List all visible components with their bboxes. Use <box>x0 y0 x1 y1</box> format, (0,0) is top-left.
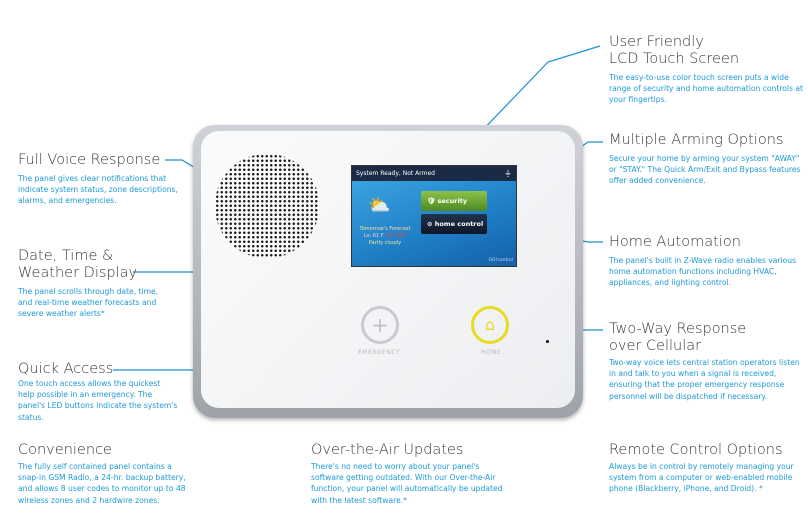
plug-icon: ⏚ <box>504 169 512 178</box>
feature-desc: The panel's built in Z-Wave radio enable… <box>609 256 797 288</box>
feature-title: Over-the-Air Updates <box>311 442 464 458</box>
feature-desc: The fully self contained panel contains … <box>18 462 186 505</box>
security-button[interactable]: 🛡 security <box>421 191 487 211</box>
feature-desc: The panel gives clear notifications that… <box>18 174 178 206</box>
feature-title: Date, Time & Weather Display <box>18 248 138 281</box>
weather-icon: ⛅ <box>368 195 391 216</box>
feature-title: Home Automation <box>609 234 741 250</box>
low-temp: Lo: 61 F <box>363 233 384 239</box>
feature-desc: One touch access allows the quickest hel… <box>18 379 178 422</box>
lcd-touch-screen[interactable]: System Ready, Not Armed ⏚ ⛅ Tomorrow's Fo… <box>351 165 517 267</box>
status-text: System Ready, Not Armed <box>356 170 435 177</box>
feature-desc: There's no need to worry about your pane… <box>311 462 503 505</box>
emergency-button[interactable]: + <box>361 306 399 344</box>
high-temp: Hi: 93 F <box>386 233 407 239</box>
forecast-condition: Partly cloudy <box>368 240 402 246</box>
home-control-button[interactable]: ⊙ home control <box>421 214 487 234</box>
feature-desc: Secure your home by arming your system "… <box>609 154 801 186</box>
feature-desc: Always be in control by remotely managin… <box>609 462 794 494</box>
forecast-label: Tomorrow's Forecast <box>359 226 411 232</box>
home-label: HOME <box>481 349 502 356</box>
speaker-grille <box>206 145 328 267</box>
feature-desc: The panel scrolls through date, time, an… <box>18 287 159 319</box>
brand-logo: GO!control <box>488 258 513 263</box>
feature-title: Full Voice Response <box>18 152 161 168</box>
feature-title: User Friendly LCD Touch Screen <box>609 34 740 67</box>
microphone-dot <box>546 340 549 343</box>
feature-desc: The easy-to-use color touch screen puts … <box>609 73 804 105</box>
feature-title: Quick Access <box>18 361 114 377</box>
feature-title: Convenience <box>18 442 112 458</box>
feature-desc: Two-way voice lets central station opera… <box>609 358 800 401</box>
emergency-label: EMERGENCY <box>358 349 401 356</box>
feature-title: Remote Control Options <box>609 442 783 458</box>
home-control-label: home control <box>434 220 484 228</box>
security-label: security <box>437 197 468 205</box>
feature-title: Multiple Arming Options <box>609 132 784 148</box>
status-bar: System Ready, Not Armed ⏚ <box>352 166 516 181</box>
home-button[interactable]: ⌂ <box>471 306 509 344</box>
feature-title: Two-Way Response over Cellular <box>609 321 747 354</box>
